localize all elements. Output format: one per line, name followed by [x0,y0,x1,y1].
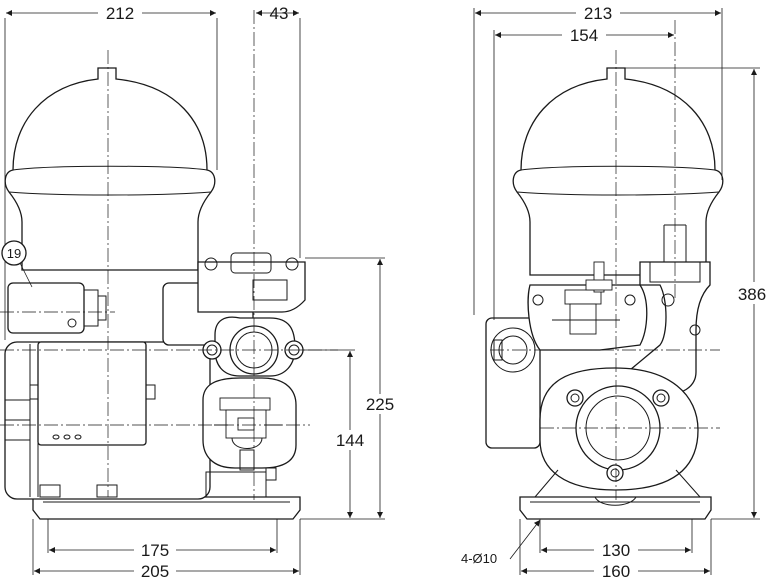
pressure-switch-box [7,282,85,334]
front-view: 213 154 386 130 160 4-Ø10 [461,2,768,579]
dim-label-205: 205 [141,562,169,579]
callout-19-bubble [1,240,27,266]
dim-label-160: 160 [602,562,630,579]
hole-note-leader [509,519,541,560]
front-pressure-switch [485,317,541,449]
dim-label-154: 154 [570,26,598,45]
dim-label-43: 43 [270,4,289,23]
dim-label-130: 130 [602,541,630,560]
dim-label-144: 144 [336,431,364,450]
side-view: 212 43 225 144 175 205 19 [0,2,398,579]
dim-label-212: 212 [106,4,134,23]
callout-19-label: 19 [7,246,21,261]
dim-label-213: 213 [584,4,612,23]
front-pressure-tank [512,67,724,276]
dim-label-225: 225 [366,395,394,414]
hole-note-label: 4-Ø10 [461,551,497,566]
dim-label-386: 386 [738,285,766,304]
front-base-plate [519,496,712,520]
side-pressure-tank [4,67,216,271]
side-base-plate [32,496,301,520]
terminal-box [37,341,147,446]
dim-label-175: 175 [141,541,169,560]
